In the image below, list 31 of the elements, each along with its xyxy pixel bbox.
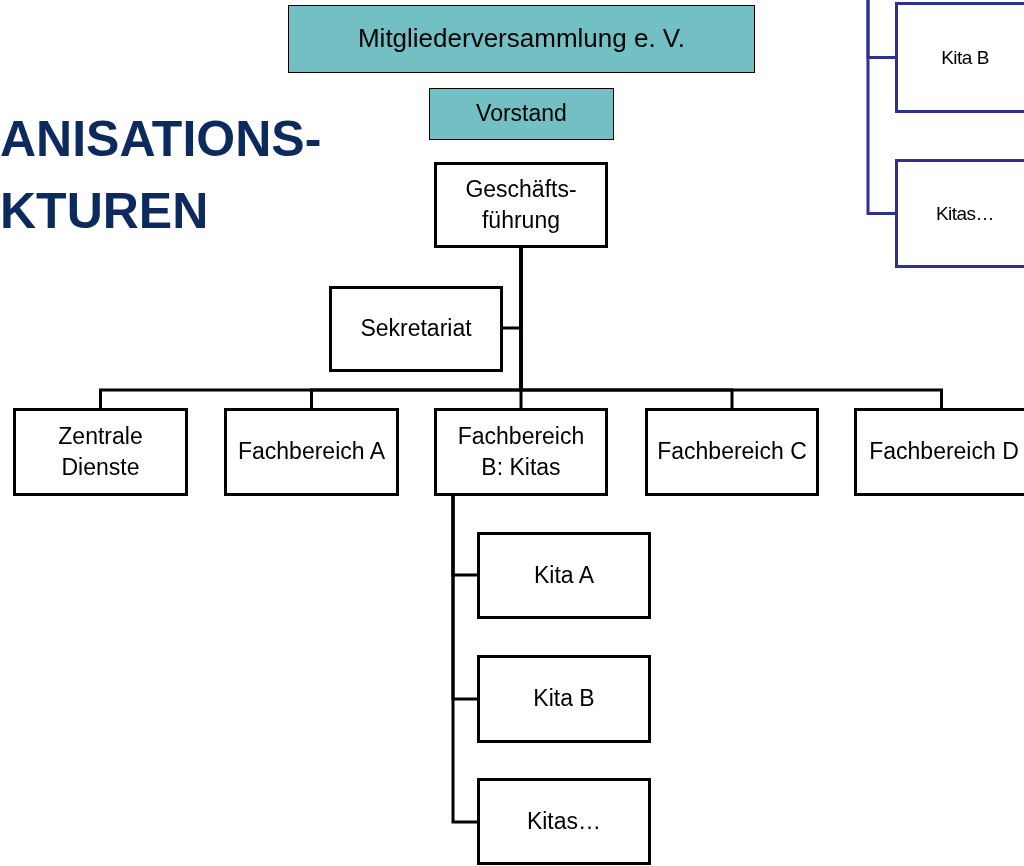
connector-line [866, 0, 895, 215]
org-unit-box [434, 162, 608, 248]
unit-name: Fachbereich A [238, 437, 385, 467]
unit-name: Geschäfts- führung [464, 174, 578, 235]
unit-name: Fachbereich B: Kitas [456, 421, 586, 482]
org-unit-box [477, 655, 651, 743]
org-unit-box [329, 286, 503, 372]
governance-box [429, 88, 614, 140]
unit-name: Zentrale Dienste [57, 421, 144, 482]
unit-name: Vorstand [476, 99, 567, 129]
unit-name: Kitas… [935, 201, 995, 226]
unit-name: Fachbereich C [657, 437, 807, 467]
unit-name: Kita A [533, 560, 595, 590]
governance-box [288, 5, 755, 73]
org-unit-box [224, 408, 399, 496]
org-unit-box [477, 532, 651, 619]
unit-name: Kitas… [526, 806, 602, 836]
page-title: ANISATIONS- KTUREN [0, 110, 323, 241]
unit-name: Sekretariat [360, 314, 472, 344]
unit-name: Kita B [941, 45, 989, 70]
unit-name: Mitgliederversammlung e. V. [357, 22, 686, 56]
unit-box [895, 159, 1024, 268]
org-unit-box [434, 408, 608, 496]
unit-box [895, 2, 1024, 113]
org-unit-box [645, 408, 819, 496]
connector-line [451, 496, 477, 824]
org-unit-box [854, 408, 1024, 496]
unit-name: Fachbereich D [869, 437, 1019, 467]
org-unit-box [13, 408, 188, 496]
org-unit-box [477, 778, 651, 865]
unit-name: Kita B [533, 684, 595, 714]
